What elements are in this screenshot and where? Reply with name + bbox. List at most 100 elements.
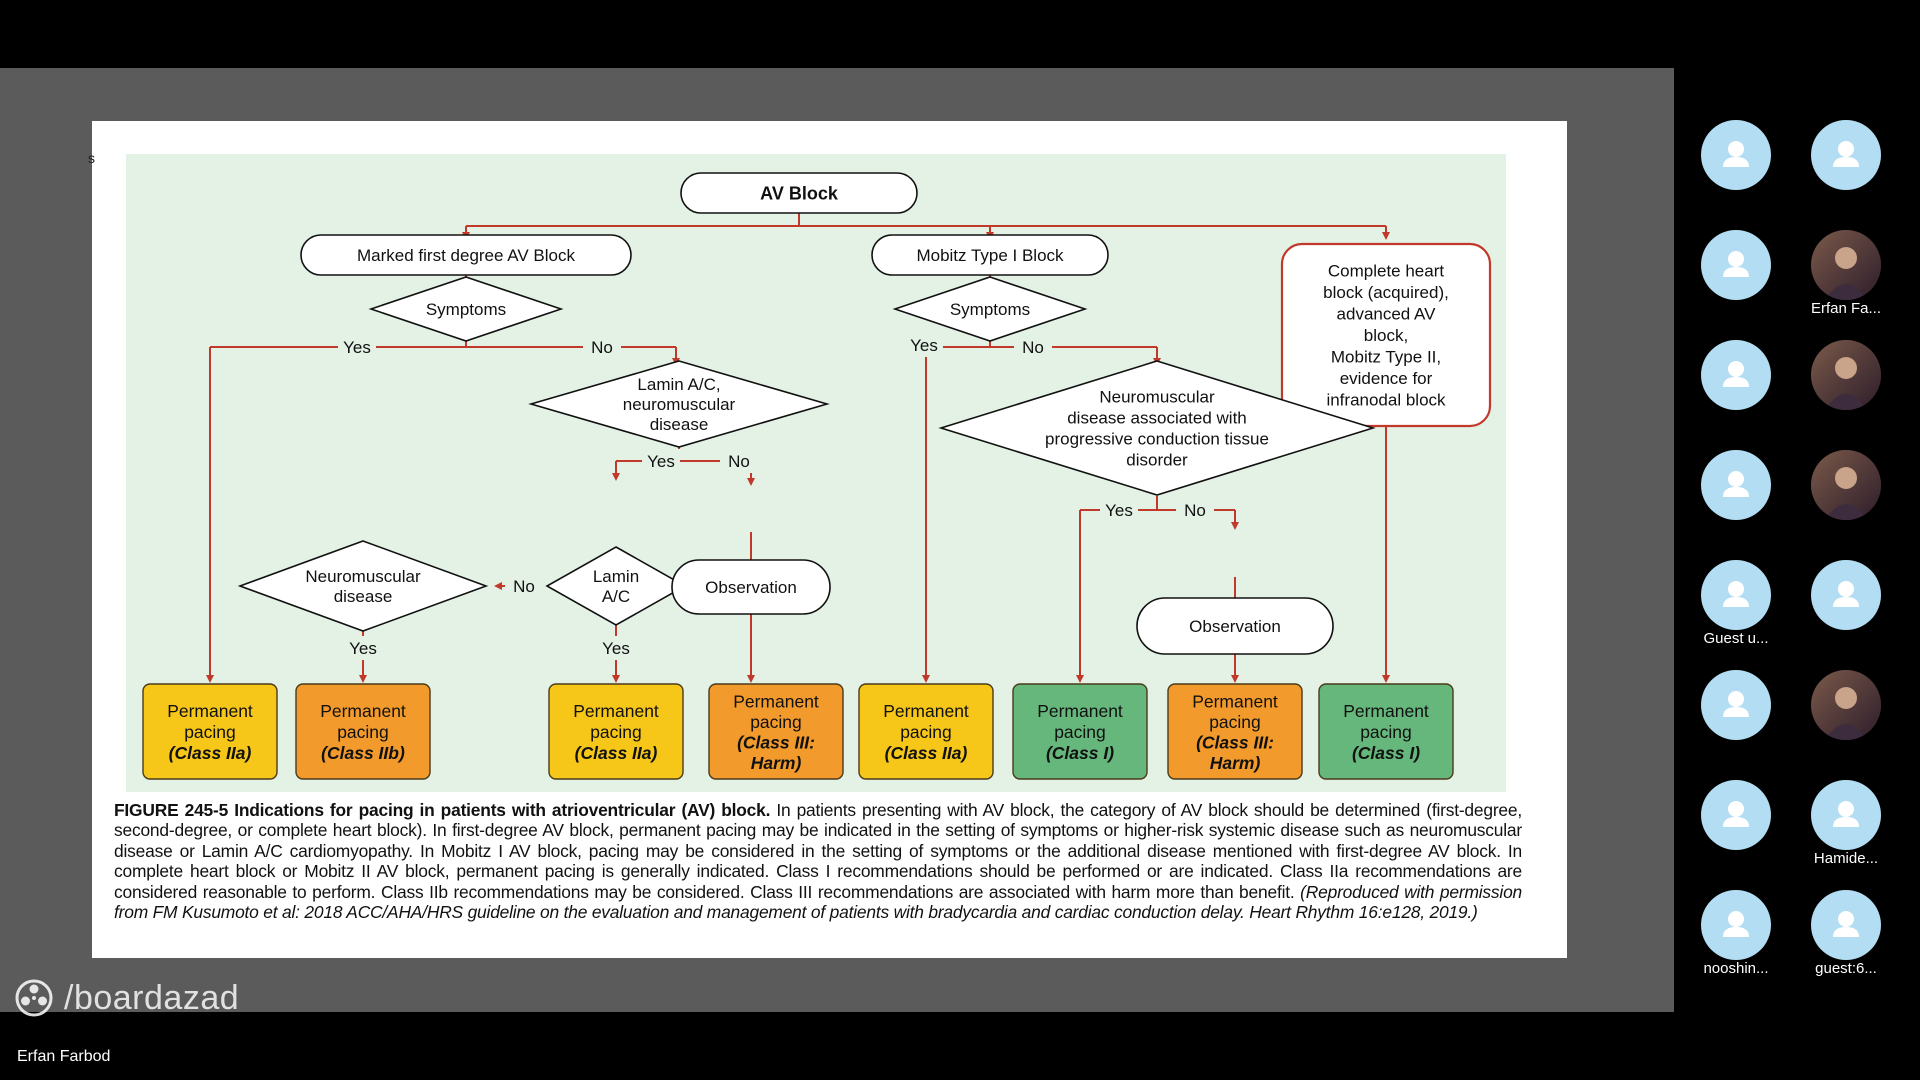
participant-name: Erfan Fa...: [1810, 300, 1882, 317]
pacing-outcome-box: [858, 683, 994, 780]
yes-label: Yes: [602, 639, 630, 658]
default-avatar-icon: [1701, 560, 1771, 630]
default-avatar-icon: [1701, 340, 1771, 410]
default-avatar-icon: [1701, 780, 1771, 850]
participant-tile[interactable]: Hamide...: [1784, 760, 1894, 870]
yes-label: Yes: [343, 338, 371, 357]
participant-name: Guest u...: [1703, 630, 1769, 647]
presenter-name: Erfan Farbod: [17, 1048, 111, 1065]
yes-label: Yes: [349, 639, 377, 658]
observation-1-box: [671, 559, 831, 615]
participant-name: Hamide...: [1813, 850, 1879, 867]
participant-name: guest:6...: [1815, 960, 1877, 977]
symptoms-2-diamond: [892, 276, 1088, 342]
pacing-outcome-box: [1012, 683, 1148, 780]
participant-name: nooshin...: [1703, 960, 1769, 977]
participant-tile[interactable]: Erfan Fa...: [1784, 210, 1894, 320]
decision-label-bg: [344, 636, 382, 660]
participant-tile[interactable]: [1784, 100, 1894, 210]
decision-label-bg: [1100, 498, 1138, 522]
participant-photo: [1811, 230, 1881, 300]
decision-label-bg: [720, 449, 758, 473]
decision-label-bg: [597, 636, 635, 660]
decision-label-bg: [905, 333, 943, 357]
pacing-outcome-box: [142, 683, 278, 780]
default-avatar-icon: [1701, 120, 1771, 190]
participant-tile[interactable]: [1784, 540, 1894, 650]
no-label: No: [513, 577, 535, 596]
default-avatar-icon: [1701, 230, 1771, 300]
caption-body: In patients presenting with AV block, th…: [114, 800, 1523, 902]
participant-tile[interactable]: [1674, 320, 1784, 430]
decision-label-bg: [1176, 498, 1214, 522]
participant-tile[interactable]: [1674, 210, 1784, 320]
decision-label-bg: [338, 335, 376, 359]
pacing-outcome-box: [548, 683, 684, 780]
root-av-block-box: [680, 172, 918, 214]
lamin-nm-diamond: [528, 360, 830, 448]
participant-tile[interactable]: [1674, 760, 1784, 870]
yes-label: Yes: [647, 452, 675, 471]
symptoms-1-label: Symptoms: [426, 300, 506, 319]
participant-tile[interactable]: [1784, 430, 1894, 540]
branch-mobitz-type1-box: [871, 234, 1109, 276]
participant-tile[interactable]: [1674, 430, 1784, 540]
participant-tile[interactable]: nooshin...: [1674, 870, 1784, 980]
participant-tile[interactable]: Guest u...: [1674, 540, 1784, 650]
no-label: No: [728, 452, 750, 471]
participant-tile[interactable]: guest:6...: [1784, 870, 1894, 980]
caption-title: Indications for pacing in patients with …: [234, 800, 771, 820]
channel-watermark: /boardazad: [14, 978, 239, 1018]
participant-tile[interactable]: [1784, 320, 1894, 430]
pacing-outcome-box: [295, 683, 431, 780]
root-av-block: AV Block: [760, 183, 839, 203]
caption-label: FIGURE 245-5: [114, 800, 229, 820]
pacing-outcome-box: [1167, 683, 1303, 780]
default-avatar-icon: [1701, 450, 1771, 520]
participant-photo: [1811, 450, 1881, 520]
default-avatar-icon: [1811, 560, 1881, 630]
decision-label-bg: [1014, 335, 1052, 359]
observation-1: Observation: [705, 578, 797, 597]
default-avatar-icon: [1811, 780, 1881, 850]
participant-tile[interactable]: [1784, 650, 1894, 760]
no-label: No: [1022, 338, 1044, 357]
participant-photo: [1811, 340, 1881, 410]
pacing-outcome-box: [1318, 683, 1454, 780]
symptoms-1-diamond: [368, 276, 564, 342]
branch-first-degree: Marked first degree AV Block: [357, 246, 575, 265]
participant-tile[interactable]: [1674, 100, 1784, 210]
decision-label-bg: [583, 335, 621, 359]
observation-2-box: [1136, 597, 1334, 655]
yes-label: Yes: [910, 336, 938, 355]
branch-complete-heart-block-box: [1280, 242, 1492, 428]
participant-tile[interactable]: [1674, 650, 1784, 760]
decision-label-bg: [642, 449, 680, 473]
nm-progressive-diamond: [938, 360, 1376, 496]
observation-2: Observation: [1189, 617, 1281, 636]
symptoms-2-label: Symptoms: [950, 300, 1030, 319]
lamin-ac-diamond: [545, 546, 687, 626]
branch-mobitz-type1: Mobitz Type I Block: [916, 246, 1064, 265]
watermark-text: /boardazad: [64, 978, 240, 1017]
film-reel-icon: [15, 979, 53, 1017]
no-label: No: [1184, 501, 1206, 520]
pacing-outcome-box: [708, 683, 844, 780]
decision-label-bg: [505, 574, 543, 598]
branch-first-degree-box: [300, 234, 632, 276]
slide-corner-mark: s: [88, 150, 95, 166]
default-avatar-icon: [1701, 670, 1771, 740]
participant-photo: [1811, 670, 1881, 740]
caption-citation: (Reproduced with permission from FM Kusu…: [114, 881, 1523, 923]
